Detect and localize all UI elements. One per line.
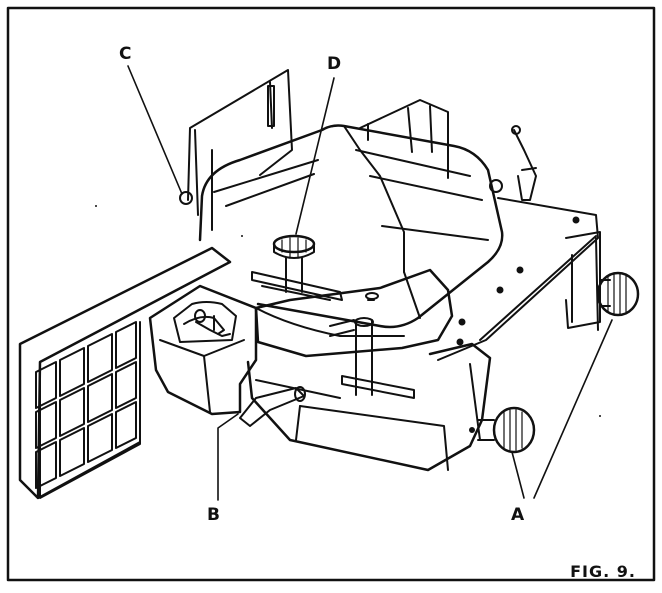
leader-b (217, 413, 239, 501)
adjust-knob-a-lower (477, 406, 536, 454)
right-block (565, 231, 640, 329)
paper-specks (95, 205, 601, 417)
callout-d: D (327, 54, 342, 74)
adjust-knob-a-upper (596, 271, 640, 317)
callout-b: B (207, 505, 220, 525)
callout-c: C (119, 44, 132, 64)
leader-lines (127, 65, 613, 501)
slot-plate (251, 271, 343, 301)
adjust-knob-d (272, 234, 316, 293)
rear-plate (179, 69, 293, 231)
front-jaw-plate (18, 246, 232, 500)
hood-cover (198, 124, 504, 329)
left-upright (148, 284, 258, 416)
plate-clamp-screw-c (179, 191, 193, 205)
lower-slide (246, 342, 492, 472)
leader-d (295, 77, 335, 235)
figure-frame (6, 6, 656, 582)
callout-a: A (511, 505, 525, 525)
carriage (254, 268, 454, 396)
leader-a-lower (511, 451, 525, 499)
leader-c (127, 65, 183, 195)
rear-handle (511, 125, 537, 201)
lever-handle-b (239, 386, 306, 427)
leader-a-upper (533, 319, 613, 499)
figure-caption: FIG. 9. (570, 562, 636, 581)
base-plate (437, 197, 599, 361)
